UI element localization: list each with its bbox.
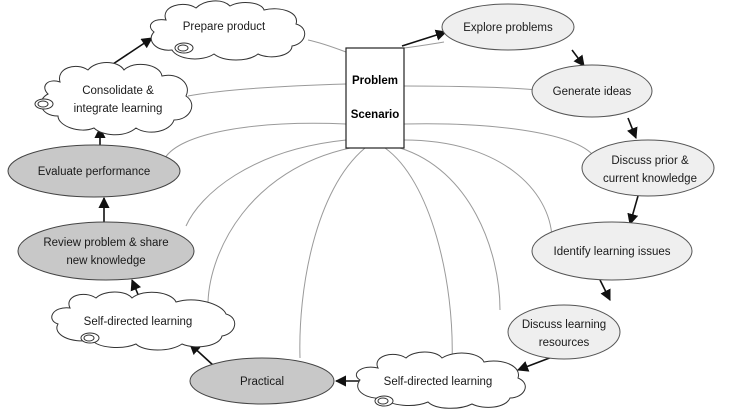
- node-review-problem: Review problem & share new knowledge: [17, 221, 195, 281]
- connector-generate-ideas: [403, 85, 538, 91]
- node-label-discuss-resources-line1: Discuss learning: [522, 319, 606, 331]
- node-label-consolidate-line1: Consolidate &: [82, 85, 154, 97]
- arrow-explore-to-generate: [571, 49, 585, 67]
- node-label-self-directed-left: Self-directed learning: [84, 316, 193, 328]
- connector-review: [185, 139, 347, 227]
- connector-prepare-product: [307, 39, 347, 53]
- problem-scenario-box: Problem Scenario: [345, 47, 405, 149]
- node-self-directed-bottom: Self-directed learning: [355, 351, 526, 409]
- node-discuss-prior-knowledge: Discuss prior & current knowledge: [581, 139, 715, 197]
- node-label-practical: Practical: [240, 376, 284, 388]
- connector-lines: [164, 39, 593, 365]
- node-label-prepare-product: Prepare product: [183, 21, 266, 33]
- connector-explore-problems: [403, 41, 445, 49]
- node-label-discuss-prior-line1: Discuss prior &: [611, 155, 689, 167]
- node-label-evaluate: Evaluate performance: [38, 166, 151, 178]
- connector-self-directed-left: [207, 147, 351, 303]
- arrow-practical-to-self-directed: [189, 343, 215, 367]
- connector-self-directed-bottom: [384, 147, 453, 365]
- node-label-self-directed-bottom: Self-directed learning: [384, 376, 493, 388]
- problem-scenario-line2: Scenario: [351, 109, 400, 121]
- node-label-review-line1: Review problem & share: [43, 237, 168, 249]
- arrow-center-to-explore: [401, 29, 448, 47]
- connector-evaluate: [164, 122, 347, 159]
- node-label-discuss-prior-line2: current knowledge: [603, 173, 697, 185]
- node-evaluate-performance: Evaluate performance: [7, 144, 181, 198]
- node-practical: Practical: [189, 357, 335, 405]
- node-explore-problems: Explore problems: [441, 3, 575, 51]
- arrow-identify-to-resources: [599, 279, 611, 302]
- arrow-discuss-prior-to-identify: [627, 195, 639, 226]
- node-label-discuss-resources-line2: resources: [539, 337, 590, 349]
- node-consolidate-learning: Consolidate & integrate learning: [34, 62, 193, 136]
- node-label-review-line2: new knowledge: [66, 255, 145, 267]
- node-label-identify-issues: Identify learning issues: [554, 246, 671, 258]
- node-label-generate-ideas: Generate ideas: [553, 86, 632, 98]
- node-label-consolidate-line2: integrate learning: [74, 103, 163, 115]
- node-identify-learning-issues: Identify learning issues: [531, 221, 693, 281]
- connector-discuss-resources: [399, 147, 501, 311]
- node-prepare-product: Prepare product: [150, 0, 306, 61]
- node-label-explore-problems: Explore problems: [463, 22, 553, 34]
- connector-consolidate: [187, 83, 347, 97]
- problem-scenario-line1: Problem: [352, 75, 398, 87]
- connector-practical: [299, 147, 366, 359]
- node-generate-ideas: Generate ideas: [531, 64, 653, 118]
- connector-discuss-prior: [403, 123, 593, 155]
- arrow-consolidate-to-prepare: [109, 37, 153, 67]
- node-self-directed-left: Self-directed learning: [51, 291, 236, 351]
- arrow-generate-to-discuss-prior: [627, 117, 638, 140]
- node-discuss-learning-resources: Discuss learning resources: [507, 304, 621, 360]
- connector-identify-issues: [403, 139, 553, 239]
